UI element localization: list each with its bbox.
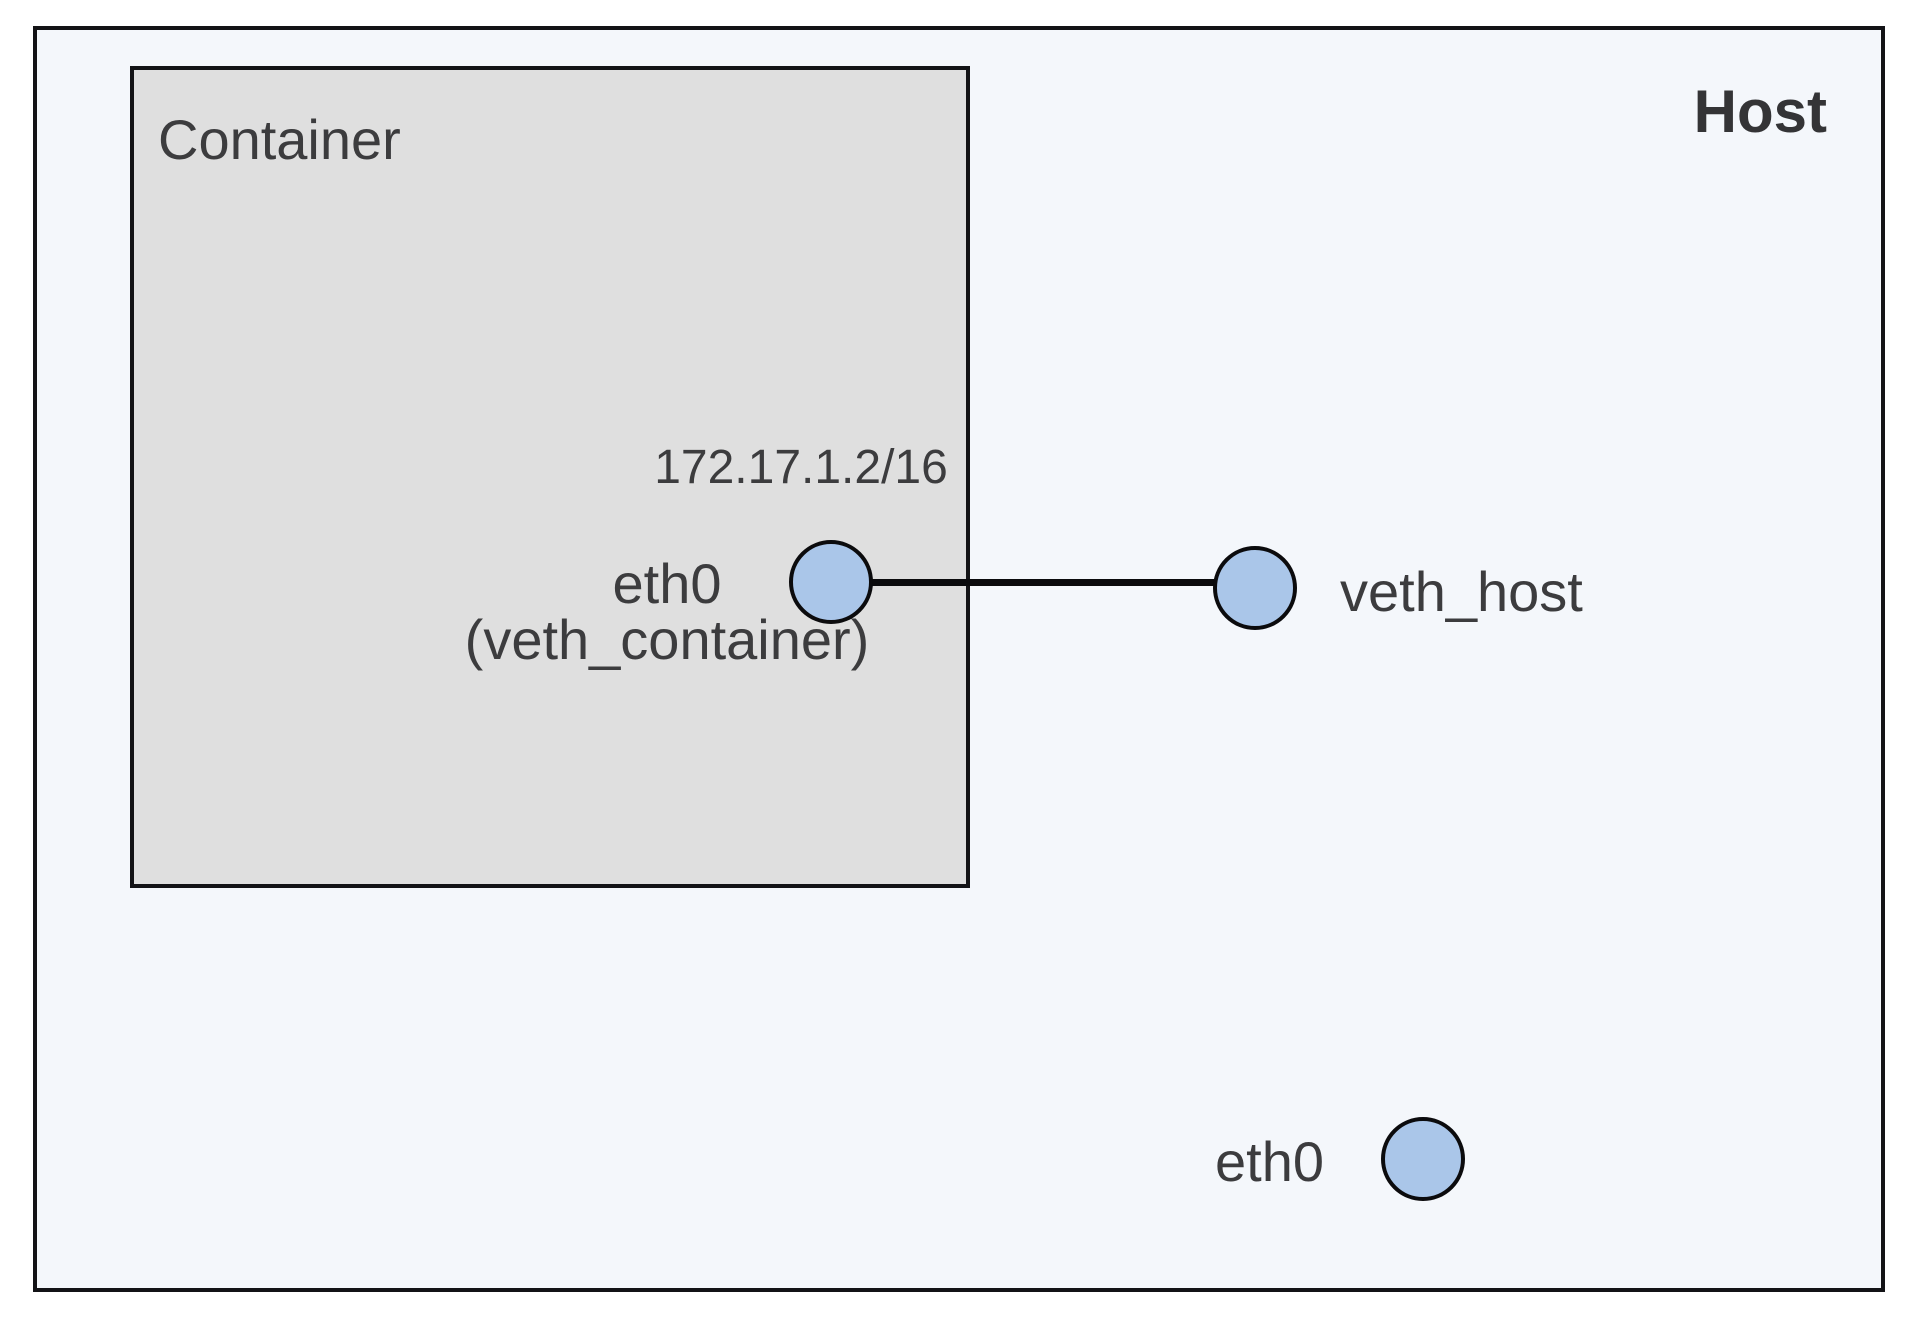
container-eth0-label-line1: eth0	[612, 552, 722, 615]
container-eth0-label: eth0 (veth_container)	[465, 556, 870, 668]
container-eth0-interface-circle	[789, 540, 873, 624]
container-eth0-label-line2: (veth_container)	[464, 608, 870, 671]
host-eth0-interface-circle	[1381, 1117, 1465, 1201]
host-label: Host	[1693, 78, 1827, 145]
ip-address-label: 172.17.1.2/16	[654, 441, 948, 494]
veth-pair-link-line	[858, 579, 1230, 586]
container-label: Container	[158, 108, 401, 171]
veth-host-interface-circle	[1213, 546, 1297, 630]
host-eth0-label: eth0	[1215, 1130, 1324, 1193]
container-box	[130, 66, 970, 888]
veth-host-label: veth_host	[1340, 560, 1583, 623]
